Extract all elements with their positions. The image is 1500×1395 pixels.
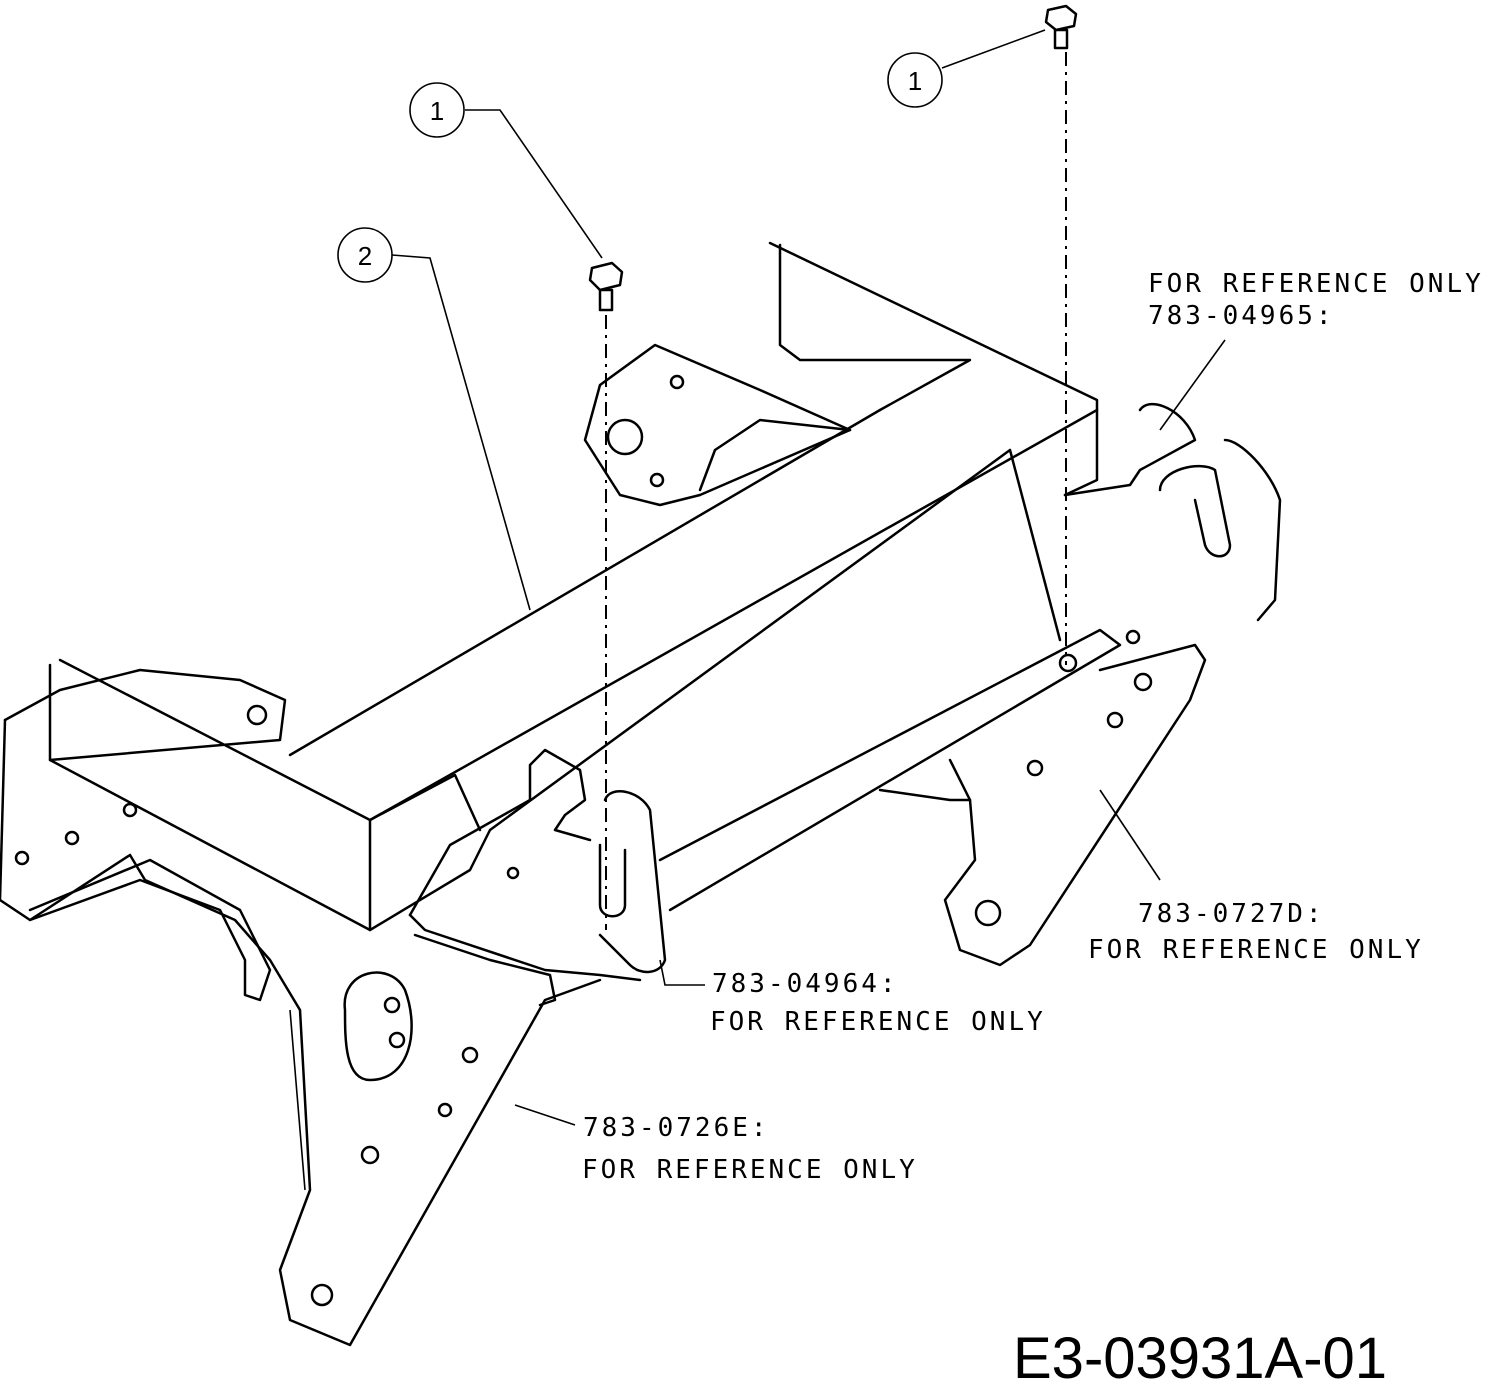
reference-note: FOR REFERENCE ONLY [1088,935,1424,965]
right-frame-plate [878,629,1207,967]
front-hitch-plate [408,748,667,1007]
right-hitch-plate [1063,402,1282,622]
reference-part: 783-04964: [712,969,899,999]
leader-lines [391,29,1226,1126]
reference-note: FOR REFERENCE ONLY [582,1155,918,1185]
left-frame-plate [0,668,602,1347]
upper-bracket [583,343,852,507]
bolt-left [588,261,624,930]
reference-part: 783-04965: [1148,301,1335,331]
reference-note: FOR REFERENCE ONLY [1148,269,1484,299]
cross-member [48,241,1122,932]
callout-1-right: 1 [887,52,943,108]
callout-2: 2 [337,227,393,283]
reference-note: FOR REFERENCE ONLY [710,1007,1046,1037]
callout-number: 1 [908,66,922,96]
callout-1-left: 1 [409,82,465,138]
reference-part: 783-0727D: [1138,899,1325,929]
drawing-code: E3-03931A-01 [1013,1326,1387,1391]
callout-number: 2 [358,241,372,271]
callout-number: 1 [430,96,444,126]
reference-part: 783-0726E: [583,1113,770,1143]
bolt-right [1044,4,1078,665]
